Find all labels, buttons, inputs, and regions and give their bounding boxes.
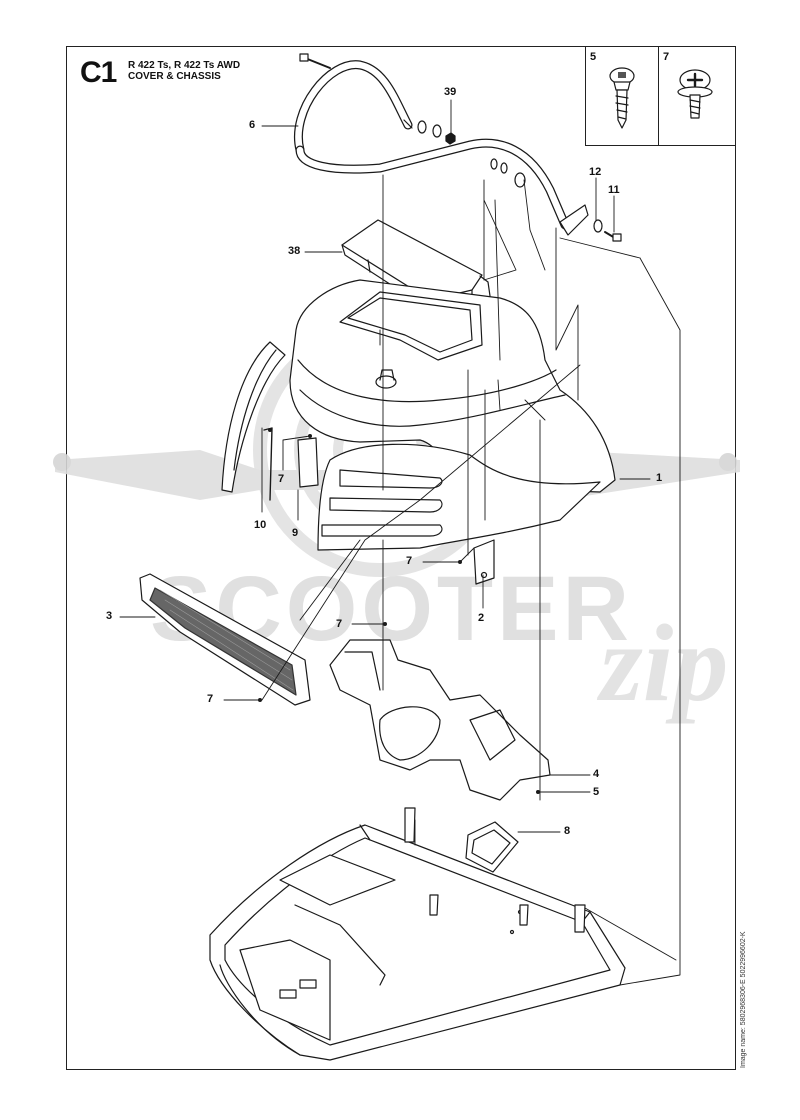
bolt-11 bbox=[593, 219, 622, 242]
inset-number-7: 7 bbox=[663, 51, 670, 63]
callout-9: 9 bbox=[292, 527, 299, 539]
gasket-8 bbox=[465, 821, 519, 873]
diagram-frame bbox=[66, 46, 736, 1070]
callout-7-grille: 7 bbox=[207, 693, 214, 705]
callout-38: 38 bbox=[288, 245, 301, 257]
bracket-2 bbox=[473, 539, 495, 585]
inset-divider bbox=[658, 46, 659, 146]
callout-10: 10 bbox=[254, 519, 267, 531]
callout-7-side: 7 bbox=[406, 555, 413, 567]
callout-4: 4 bbox=[593, 768, 600, 780]
cover-1 bbox=[289, 279, 616, 551]
fender-left bbox=[221, 341, 286, 493]
bracket-9 bbox=[297, 437, 319, 488]
grille-3 bbox=[139, 573, 311, 706]
bolt-top bbox=[299, 53, 331, 69]
callout-6: 6 bbox=[249, 119, 256, 131]
callout-1: 1 bbox=[656, 472, 663, 484]
chassis-frame bbox=[209, 807, 626, 1061]
model-line: R 422 Ts, R 422 Ts AWD bbox=[128, 60, 241, 71]
callout-7-cover: 7 bbox=[278, 473, 285, 485]
assembly-lines bbox=[261, 174, 681, 986]
leader-dots bbox=[258, 428, 540, 794]
inset-number-5: 5 bbox=[590, 51, 597, 63]
callout-8: 8 bbox=[564, 825, 571, 837]
section-title: COVER & CHASSIS bbox=[128, 71, 221, 82]
callout-7-center: 7 bbox=[336, 618, 343, 630]
handle-bar bbox=[294, 60, 589, 236]
callout-5: 5 bbox=[593, 786, 600, 798]
callout-11: 11 bbox=[608, 184, 620, 196]
leader-lines bbox=[119, 99, 651, 833]
section-code: C1 bbox=[80, 56, 117, 89]
image-name: Image name: 5802968306-E 5022996602-K bbox=[740, 931, 747, 1068]
callout-2: 2 bbox=[478, 612, 485, 624]
clip-10 bbox=[263, 427, 273, 501]
callout-12: 12 bbox=[589, 166, 602, 178]
washers-right bbox=[490, 158, 526, 188]
callout-3: 3 bbox=[106, 610, 113, 622]
screw-5-illustration bbox=[609, 67, 635, 129]
inner-panel-4 bbox=[329, 639, 551, 801]
callout-39: 39 bbox=[444, 86, 457, 98]
screw-7-illustration bbox=[677, 69, 713, 119]
washers-39 bbox=[417, 120, 456, 145]
fastener-inset bbox=[585, 46, 736, 146]
